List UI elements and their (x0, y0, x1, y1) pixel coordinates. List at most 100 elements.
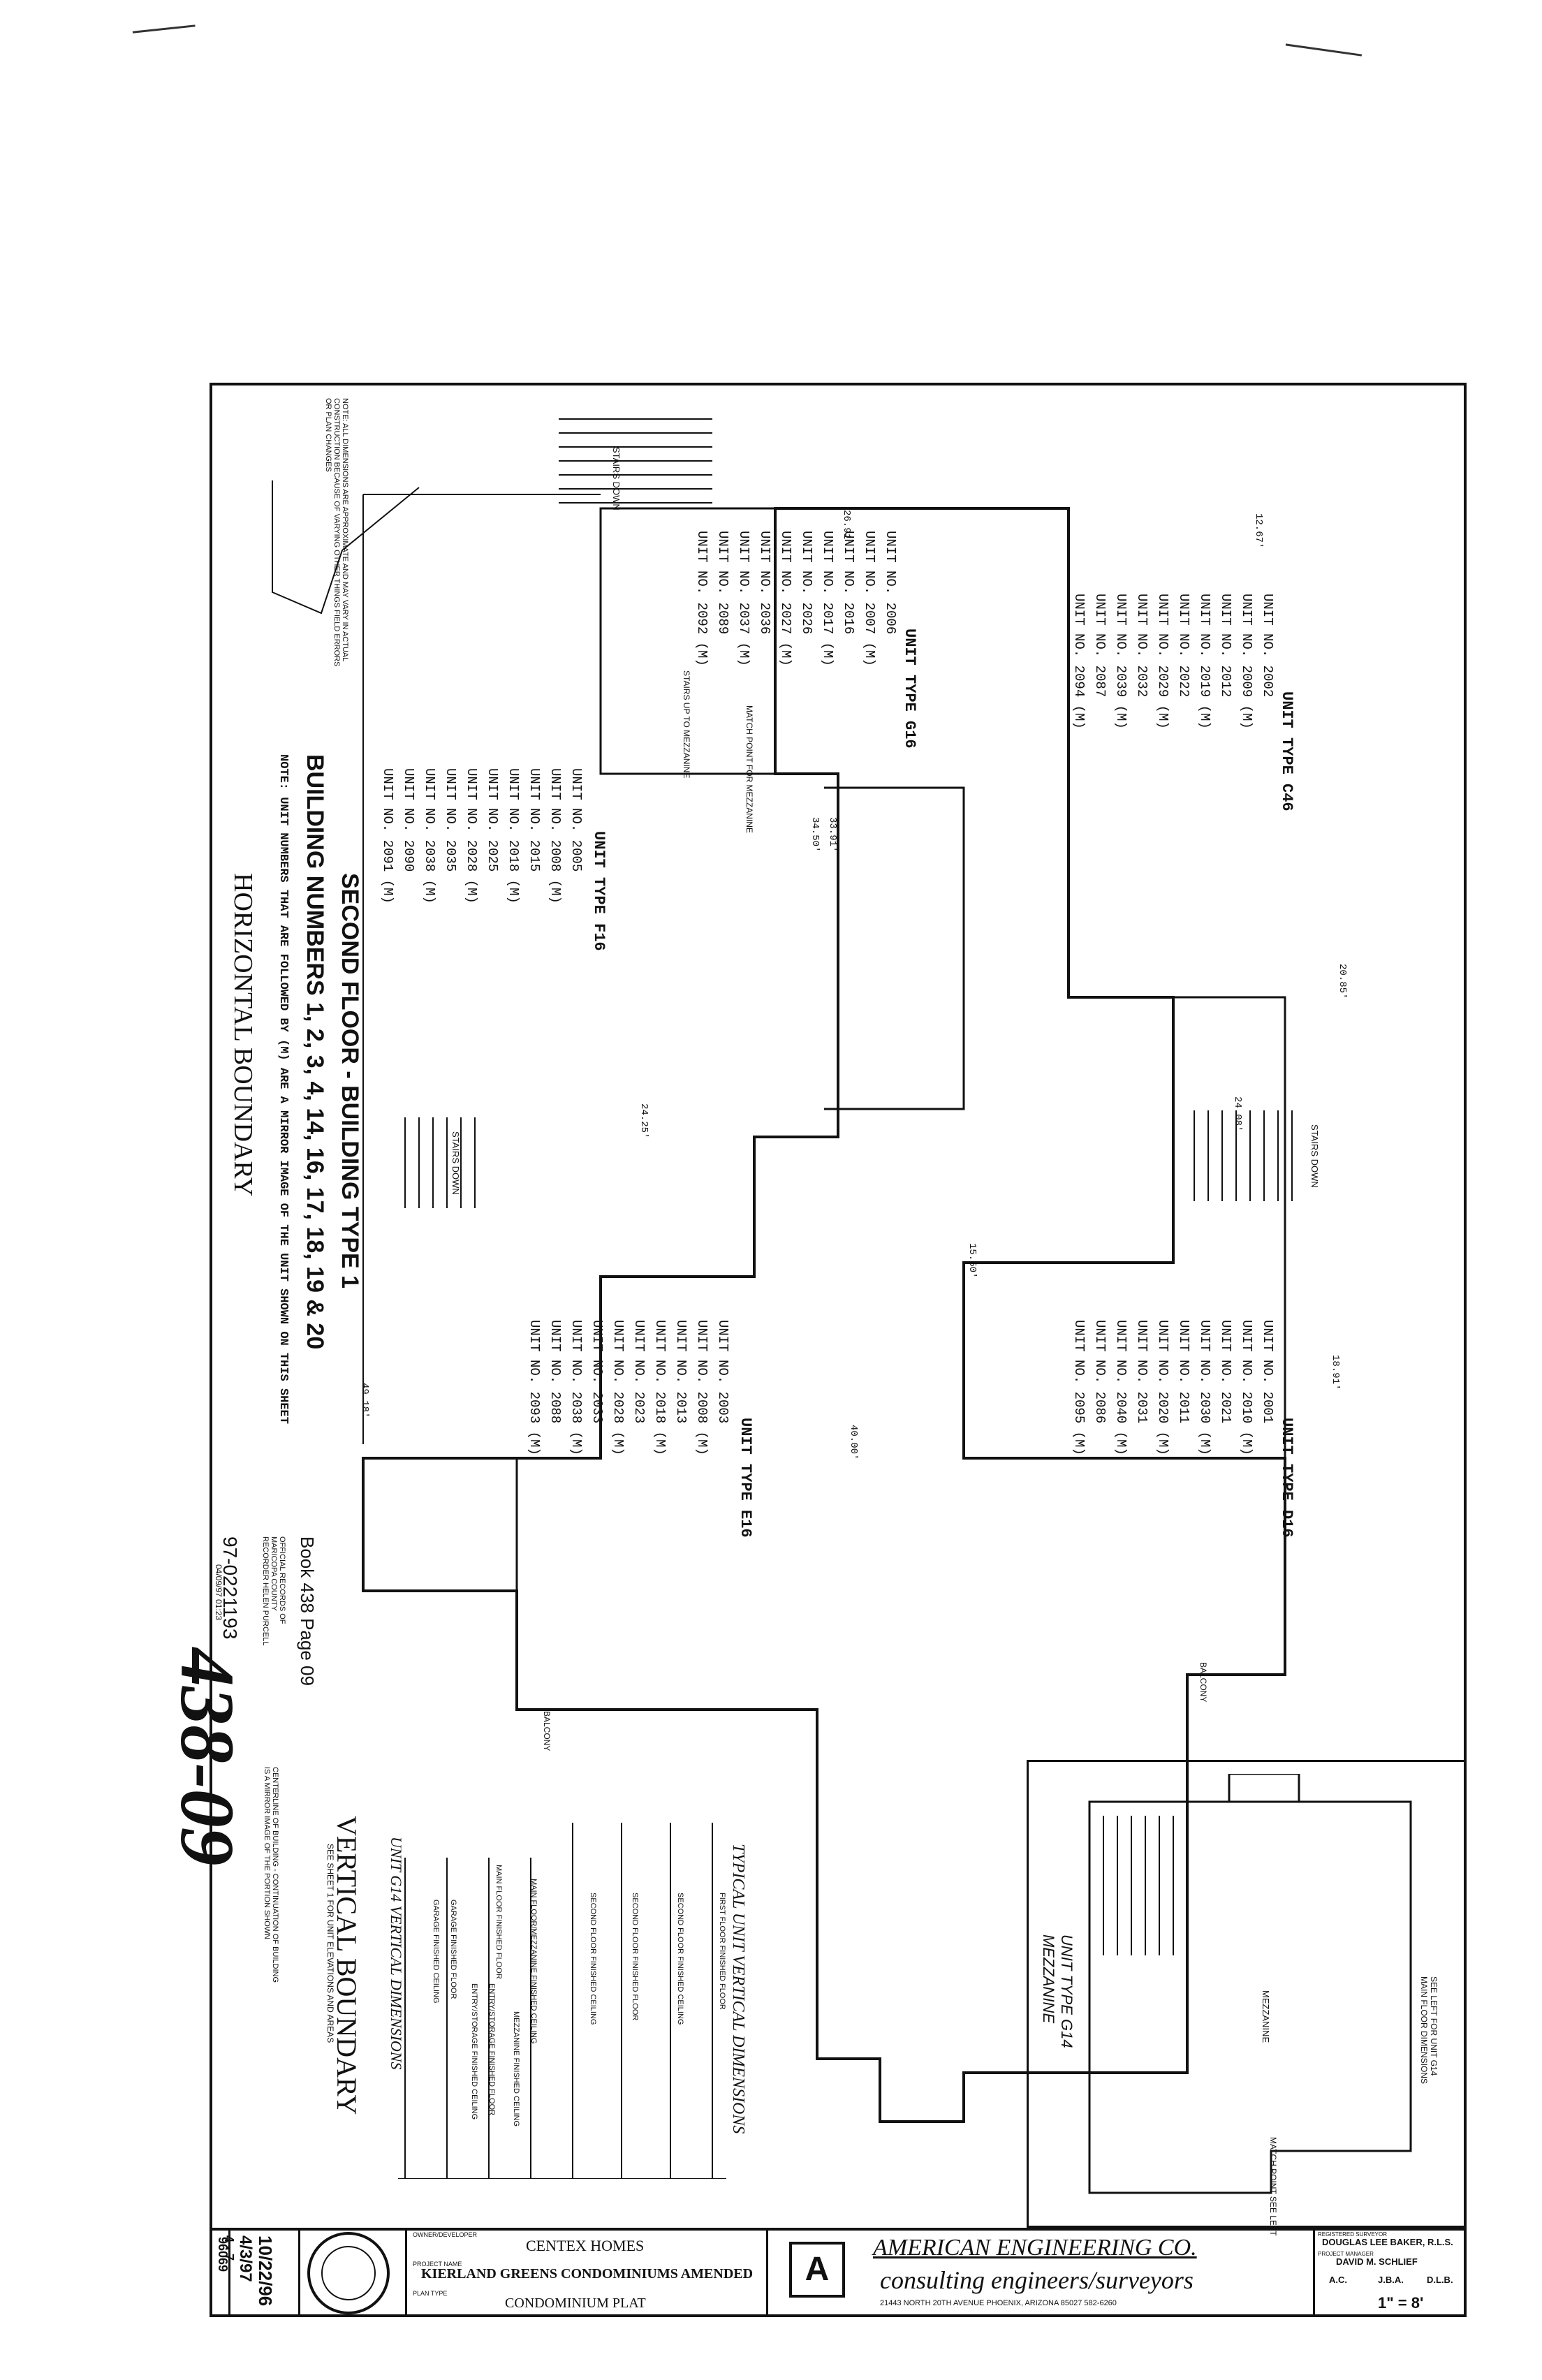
mezzanine-outline (1088, 1774, 1412, 2194)
list-item: UNIT NO. 2006 (883, 531, 898, 635)
building-numbers: BUILDING NUMBERS 1, 2, 3, 4, 14, 16, 17,… (302, 754, 328, 1350)
field-chief: A.C. (1329, 2275, 1347, 2285)
checked-by: D.L.B. (1427, 2275, 1453, 2285)
vertical-label: SECOND FLOOR FINISHED CEILING (589, 1893, 597, 2025)
firm-tagline: consulting engineers/surveyors (880, 2266, 1194, 2294)
list-item: UNIT NO. 2040 (M) (1113, 1320, 1129, 1455)
general-note: NOTE: ALL DIMENSIONS ARE APPROXIMATE AND… (324, 398, 349, 667)
owner-label: OWNER/DEVELOPER (413, 2231, 478, 2238)
mezzanine-match: MATCH POINT SEE LEFT (1268, 2137, 1278, 2236)
unit-list-d16: UNIT NO. 2001 UNIT NO. 2010 (M) UNIT NO.… (1069, 1320, 1278, 1455)
list-item: UNIT NO. 2038 (M) (568, 1320, 584, 1455)
list-item: UNIT NO. 2018 (M) (506, 768, 521, 904)
vertical-label: SECOND FLOOR FINISHED CEILING (676, 1893, 684, 2025)
unit-type-g16: UNIT TYPE G16 (901, 629, 918, 749)
dimension-label: 34.50' (809, 817, 821, 853)
unit-list-g16: UNIT NO. 2006 UNIT NO. 2007 (M) UNIT NO.… (691, 531, 901, 666)
dimension-label: 12.67' (1253, 513, 1264, 549)
horizontal-boundary-title: HORIZONTAL BOUNDARY (228, 873, 258, 1197)
balcony-label: BALCONY (1198, 1662, 1208, 1703)
recording-time: 04/09/97 01:23 (214, 1564, 223, 1621)
g14-label: MEZZANINE FINISHED CEILING (512, 2011, 520, 2127)
list-item: UNIT NO. 2001 (1260, 1320, 1275, 1424)
list-item: UNIT NO. 2031 (1134, 1320, 1150, 1424)
project-label: PROJECT NAME (413, 2261, 462, 2268)
mezzanine-title: UNIT TYPE G14 MEZZANINE (1040, 1934, 1075, 2048)
list-item: UNIT NO. 2016 (841, 531, 856, 635)
mezzanine-note: SEE LEFT FOR UNIT G14 MAIN FLOOR DIMENSI… (1419, 1976, 1439, 2085)
job-value: 96069 (216, 2237, 230, 2272)
unit-type-d16: UNIT TYPE D16 (1278, 1418, 1295, 1538)
manager-label: PROJECT MANAGER (1318, 2251, 1374, 2257)
surveyor-seal-inner (321, 2246, 376, 2300)
surveyor-cell: REGISTERED SURVEYOR DOUGLAS LEE BAKER, R… (1313, 2228, 1467, 2317)
list-item: UNIT NO. 2021 (1218, 1320, 1233, 1424)
unit-list-e16: UNIT NO. 2003 UNIT NO. 2008 (M) UNIT NO.… (524, 1320, 733, 1455)
list-item: UNIT NO. 2023 (631, 1320, 647, 1424)
scan-mark-left (132, 24, 196, 38)
list-item: UNIT NO. 2019 (M) (1197, 594, 1212, 729)
vertical-label: SECOND FLOOR FINISHED FLOOR (631, 1893, 639, 2021)
list-item: UNIT NO. 2003 (715, 1320, 730, 1424)
firm-address: 21443 NORTH 20TH AVENUE PHOENIX, ARIZONA… (880, 2299, 1117, 2307)
plan-type: CONDOMINIUM PLAT (505, 2295, 646, 2311)
list-item: UNIT NO. 2029 (M) (1155, 594, 1170, 729)
list-item: UNIT NO. 2038 (M) (422, 768, 437, 904)
list-item: UNIT NO. 2015 (527, 768, 542, 872)
vertical-label: FIRST FLOOR FINISHED FLOOR (718, 1893, 726, 2010)
dimension-label: 33.91' (827, 817, 838, 853)
plan-title: SECOND FLOOR - BUILDING TYPE 1 (337, 873, 363, 1289)
owner-name: CENTEX HOMES (526, 2237, 645, 2254)
list-item: UNIT NO. 2027 (M) (778, 531, 793, 666)
surveyor-name: DOUGLAS LEE BAKER, R.L.S. (1322, 2237, 1453, 2247)
list-item: UNIT NO. 2028 (M) (610, 1320, 626, 1455)
drawing-frame (210, 383, 1467, 2317)
list-item: UNIT NO. 2036 (757, 531, 772, 635)
list-item: UNIT NO. 2012 (1218, 594, 1233, 698)
list-item: UNIT NO. 2028 (M) (464, 768, 479, 904)
list-item: UNIT NO. 2086 (1092, 1320, 1108, 1424)
list-item: UNIT NO. 2018 (M) (652, 1320, 668, 1455)
vertical-see-sheet: SEE SHEET 1 FOR UNIT ELEVATIONS AND AREA… (325, 1844, 335, 2043)
dimension-label: 24.08' (1232, 1096, 1243, 1132)
list-item: UNIT NO. 2039 (M) (1113, 594, 1129, 729)
project-name: KIERLAND GREENS CONDOMINIUMS AMENDED (421, 2266, 754, 2282)
list-item: UNIT NO. 2095 (M) (1071, 1320, 1087, 1455)
unit-type-c46: UNIT TYPE C46 (1278, 691, 1295, 811)
list-item: UNIT NO. 2094 (M) (1071, 594, 1087, 729)
date-value: 10/22/96 (255, 2235, 276, 2307)
dimension-label: 15.50' (967, 1243, 978, 1279)
g14-label: GARAGE FINISHED CEILING (432, 1900, 440, 2004)
manager-name: DAVID M. SCHLIEF (1336, 2256, 1418, 2267)
scan-mark-right (1284, 43, 1363, 61)
dimension-label: 18.91' (1330, 1355, 1341, 1390)
list-item: UNIT NO. 2035 (443, 768, 458, 872)
dimension-label: 26.91' (841, 510, 852, 545)
scale: 1" = 8' (1378, 2294, 1424, 2312)
list-item: UNIT NO. 2093 (M) (527, 1320, 542, 1455)
list-item: UNIT NO. 2089 (715, 531, 730, 635)
vertical-boundary-title: VERTICAL BOUNDARY (331, 1816, 362, 2115)
list-item: UNIT NO. 2088 (548, 1320, 563, 1424)
list-item: UNIT NO. 2092 (M) (694, 531, 710, 666)
dimension-label: 24.25' (638, 1103, 649, 1139)
stairs-down-label: STAIRS DOWN (1309, 1124, 1320, 1188)
list-item: UNIT NO. 2025 (485, 768, 500, 872)
list-item: UNIT NO. 2008 (M) (694, 1320, 710, 1455)
list-item: UNIT NO. 2026 (799, 531, 814, 635)
drawn-by: J.B.A. (1378, 2275, 1404, 2285)
list-item: UNIT NO. 2010 (M) (1239, 1320, 1254, 1455)
centerline-note: CENTERLINE OF BUILDING - CONTINUATION OF… (263, 1767, 279, 1983)
stairs-down-label: STAIRS DOWN (611, 447, 622, 510)
list-item: UNIT NO. 2013 (673, 1320, 689, 1424)
stair-hatch-right (1194, 1110, 1293, 1201)
list-item: UNIT NO. 2017 (M) (820, 531, 835, 666)
stairs-down-label: STAIRS DOWN (450, 1131, 461, 1195)
list-item: UNIT NO. 2033 (589, 1320, 605, 1424)
unit-list-c46: UNIT NO. 2002 UNIT NO. 2009 (M) UNIT NO.… (1069, 594, 1278, 729)
plan-type-label: PLAN TYPE (413, 2290, 448, 2297)
stair-hatch-left (404, 1117, 476, 1208)
list-item: UNIT NO. 2032 (1134, 594, 1150, 698)
title-block (210, 2228, 1467, 2317)
firm-name: AMERICAN ENGINEERING CO. (873, 2235, 1197, 2261)
